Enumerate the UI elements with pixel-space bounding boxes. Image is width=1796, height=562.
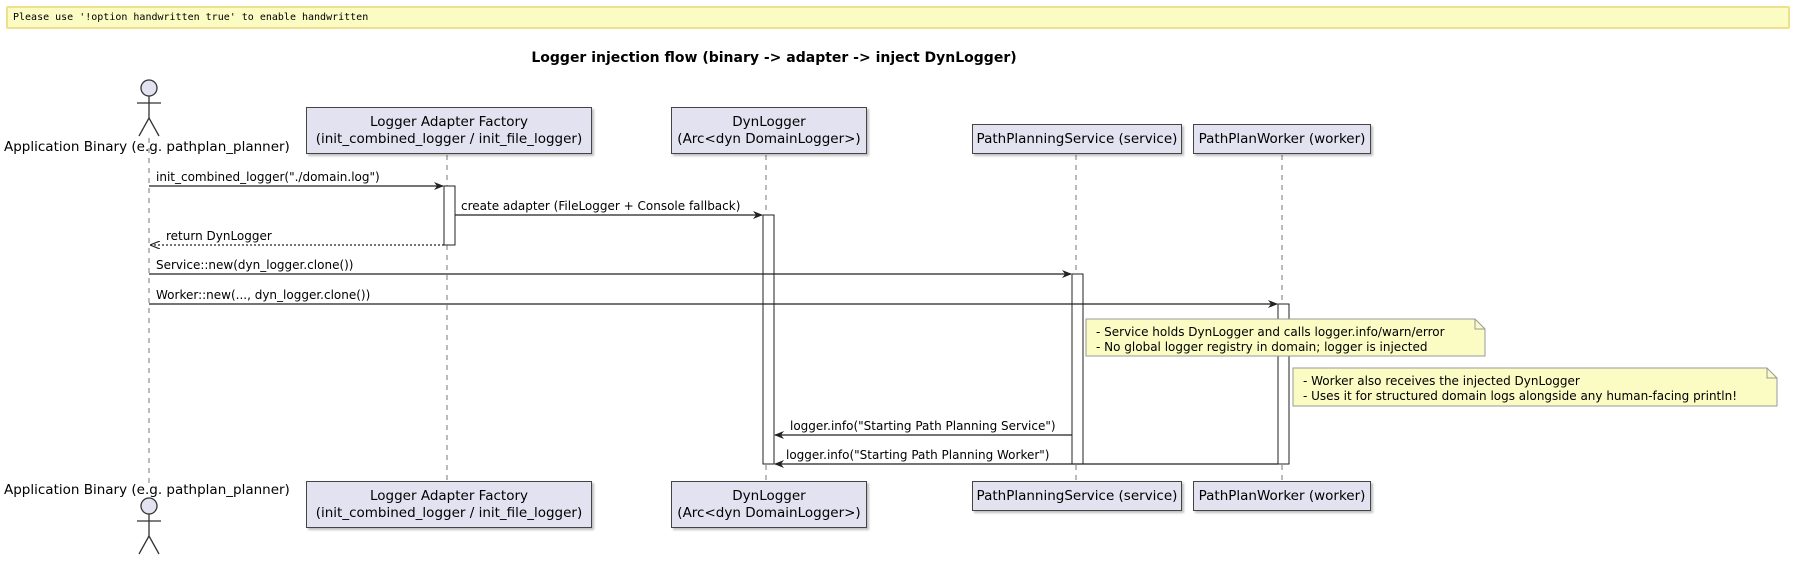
handwritten-option-banner: Please use '!option handwritten true' to… (6, 6, 1790, 29)
note-service-line-1: - Service holds DynLogger and calls logg… (1096, 325, 1445, 339)
note-service-fold (1474, 319, 1485, 330)
note-service-shape (1085, 318, 1486, 357)
participant-factory-name: Logger Adapter Factory (370, 113, 528, 130)
participant-dynlogger-desc: (Arc<dyn DomainLogger>) (677, 130, 861, 147)
participant-dynlogger-name: DynLogger (732, 113, 806, 130)
participant-factory-desc: (init_combined_logger / init_file_logger… (315, 130, 583, 147)
note-worker-line-1: - Worker also receives the injected DynL… (1303, 374, 1580, 388)
message-label-7: logger.info("Starting Path Planning Work… (786, 448, 1050, 462)
note-service: - Service holds DynLogger and calls logg… (1088, 321, 1453, 359)
note-service-line-2: - No global logger registry in domain; l… (1096, 340, 1428, 354)
participant-worker-bottom: PathPlanWorker (worker) (1193, 481, 1371, 511)
participant-app-label-bottom: Application Binary (e.g. pathplan_planne… (4, 482, 290, 498)
activation-worker (1277, 303, 1290, 465)
participant-service-top: PathPlanningService (service) (972, 124, 1182, 154)
message-label-2: create adapter (FileLogger + Console fal… (461, 199, 741, 213)
participant-factory-bottom: Logger Adapter Factory (init_combined_lo… (306, 481, 592, 528)
actor-icon-bottom (137, 497, 161, 555)
message-label-5: Worker::new(..., dyn_logger.clone()) (156, 288, 371, 302)
participant-dynlogger-top: DynLogger (Arc<dyn DomainLogger>) (671, 107, 867, 154)
message-label-1: init_combined_logger("./domain.log") (156, 170, 380, 184)
participant-dynlogger-bottom: DynLogger (Arc<dyn DomainLogger>) (671, 481, 867, 528)
activation-factory (443, 185, 456, 246)
note-worker-line-2: - Uses it for structured domain logs alo… (1303, 389, 1738, 403)
participant-dynlogger-desc: (Arc<dyn DomainLogger>) (677, 504, 861, 521)
participant-factory-name: Logger Adapter Factory (370, 487, 528, 504)
note-worker-fold (1766, 368, 1777, 379)
participant-worker-name: PathPlanWorker (worker) (1198, 130, 1366, 147)
message-label-6: logger.info("Starting Path Planning Serv… (790, 419, 1056, 433)
participant-service-name: PathPlanningService (service) (976, 130, 1178, 147)
participant-worker-top: PathPlanWorker (worker) (1193, 124, 1371, 154)
activation-dynlogger (762, 214, 775, 465)
participant-service-bottom: PathPlanningService (service) (972, 481, 1182, 511)
participant-service-name: PathPlanningService (service) (976, 487, 1178, 504)
note-worker-shape (1292, 367, 1778, 407)
participant-worker-name: PathPlanWorker (worker) (1198, 487, 1366, 504)
participant-dynlogger-name: DynLogger (732, 487, 806, 504)
participant-factory-desc: (init_combined_logger / init_file_logger… (315, 504, 583, 521)
note-worker: - Worker also receives the injected DynL… (1295, 370, 1745, 408)
diagram-title: Logger injection flow (binary -> adapter… (531, 50, 1017, 66)
participant-factory-top: Logger Adapter Factory (init_combined_lo… (306, 107, 592, 154)
message-label-3: return DynLogger (166, 229, 272, 243)
activation-service (1071, 273, 1084, 465)
message-label-4: Service::new(dyn_logger.clone()) (156, 258, 354, 272)
actor-icon-top (137, 79, 161, 137)
participant-app-label-top: Application Binary (e.g. pathplan_planne… (4, 139, 290, 155)
